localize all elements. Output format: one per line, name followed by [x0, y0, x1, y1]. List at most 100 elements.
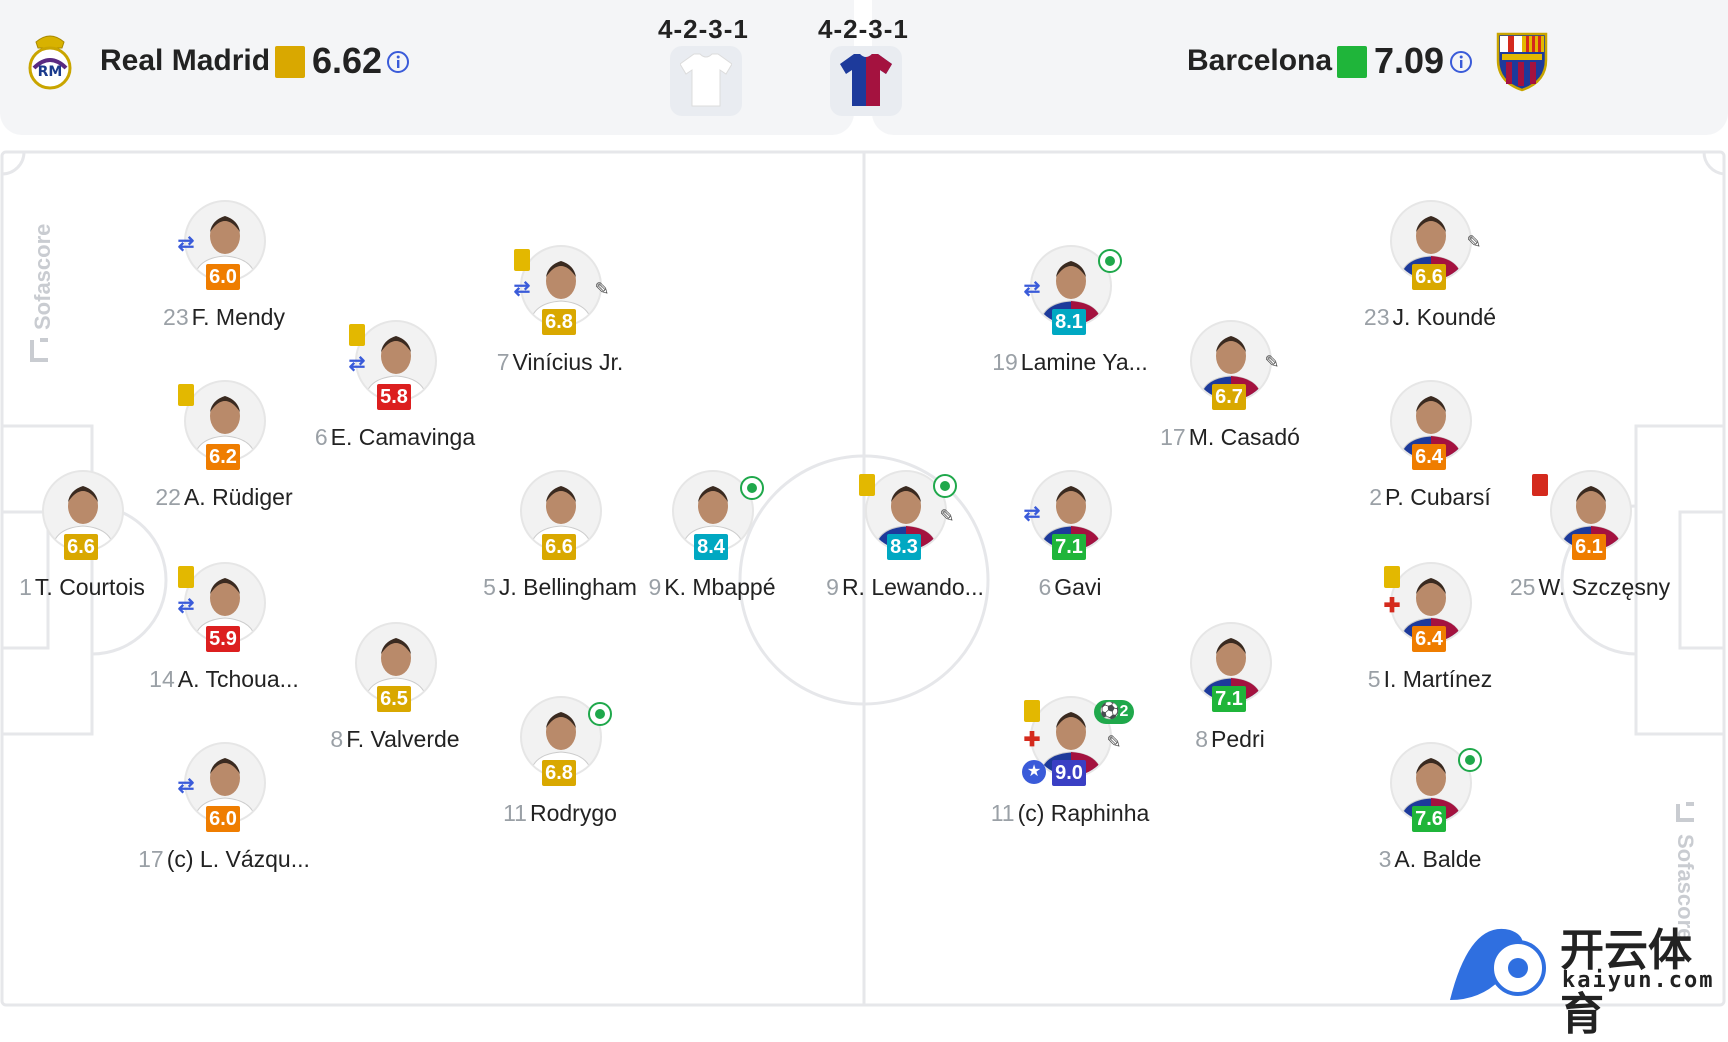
player-name: Pedri [1211, 726, 1265, 752]
player-name: W. Szczęsny [1538, 574, 1671, 600]
player-number: 2 [1369, 484, 1383, 510]
player-number: 19 [992, 349, 1018, 375]
player-rating: 6.2 [206, 444, 240, 470]
injury-icon: ✚ [1023, 729, 1041, 751]
player-name-label[interactable]: 11(c) Raphinha [930, 800, 1210, 827]
substitution-icon: ⇄ [1023, 503, 1041, 525]
substitution-icon: ⇄ [513, 278, 531, 300]
player-number: 11 [503, 800, 527, 826]
player-rating: 5.8 [377, 384, 411, 410]
player-number: 9 [826, 574, 839, 600]
red-card-icon [1532, 474, 1548, 496]
goal-icon [588, 702, 612, 726]
player-rating: 9.0 [1052, 760, 1086, 786]
sofascore-watermark-text: Sofascore [1673, 834, 1698, 940]
yellow-card-icon [1384, 566, 1400, 588]
away-team-name[interactable]: Barcelona [1187, 44, 1333, 77]
home-team-name[interactable]: Real Madrid [100, 44, 271, 77]
substitution-icon: ⇄ [177, 595, 195, 617]
fc-barcelona-crest-icon[interactable] [1494, 30, 1550, 92]
player-name: P. Cubarsí [1385, 484, 1491, 510]
player-rating: 7.1 [1052, 534, 1086, 560]
goal-icon [740, 476, 764, 500]
player-number: 8 [1195, 726, 1209, 752]
player-rating: 7.1 [1212, 686, 1246, 712]
yellow-card-icon [178, 566, 194, 588]
player-name: Rodrygo [529, 800, 617, 826]
player-number: 8 [330, 726, 344, 752]
away-kit-icon [830, 46, 902, 116]
info-icon[interactable] [1449, 50, 1473, 74]
player-rating: 8.3 [887, 534, 921, 560]
home-team-rating: 6.62 [312, 40, 383, 81]
player-number: 6 [1038, 574, 1052, 600]
svg-text:RM: RM [38, 64, 63, 80]
player-name: E. Camavinga [330, 424, 476, 450]
player-name-label[interactable]: 17(c) L. Vázqu... [84, 846, 364, 873]
player-avatar[interactable] [1030, 470, 1112, 552]
kaiyun-logo-icon [1450, 928, 1546, 1000]
away-team-header [872, 0, 1728, 135]
player-rating: 6.0 [206, 806, 240, 832]
home-team-header: RM Real Madrid 6.62 4-2-3-1 [0, 0, 854, 135]
home-rating-color-box [275, 46, 305, 78]
info-icon[interactable] [386, 50, 410, 74]
player-number: 23 [163, 304, 189, 330]
player-avatar[interactable] [184, 742, 266, 824]
player-number: 23 [1363, 304, 1390, 330]
player-name: J. Koundé [1392, 304, 1497, 330]
player-name: (c) L. Vázqu... [166, 846, 310, 872]
assist-boot-icon: ✎ [1106, 732, 1122, 752]
assist-boot-icon: ✎ [1264, 352, 1280, 372]
player-name: R. Lewando... [841, 574, 984, 600]
assist-boot-icon: ✎ [1466, 232, 1482, 252]
real-madrid-crest-icon[interactable]: RM [22, 30, 78, 92]
player-rating: 6.6 [1412, 264, 1446, 290]
substitution-icon: ⇄ [348, 353, 366, 375]
player-number: 3 [1378, 846, 1392, 872]
player-rating: 6.0 [206, 264, 240, 290]
